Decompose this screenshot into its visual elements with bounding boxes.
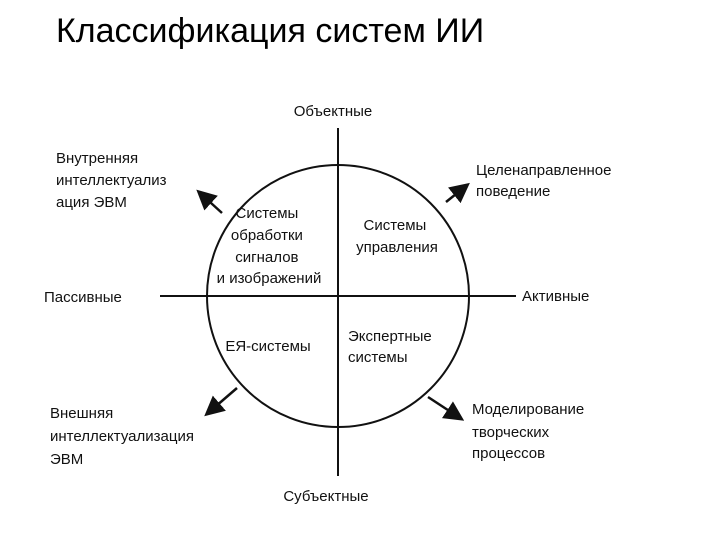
corner-label-bottom-right: Моделирование творческих процессов <box>472 401 588 462</box>
corner-label-top-left: Внутренняя интеллектуализ ация ЭВМ <box>56 150 171 211</box>
corner-label-bottom-right-line: Моделирование <box>472 401 584 418</box>
quadrant-bottom-right-line: системы <box>348 349 408 366</box>
quadrant-top-left-line: сигналов <box>235 249 298 266</box>
corner-label-top-right-line: поведение <box>476 183 550 200</box>
corner-label-bottom-right-line: процессов <box>472 445 545 462</box>
corner-label-top-left-line: ация ЭВМ <box>56 194 127 211</box>
quadrant-top-right-line: Системы <box>363 217 426 234</box>
axis-label-bottom: Субъектные <box>283 488 368 505</box>
arrow-top-right <box>445 182 470 204</box>
page-title: Классификация систем ИИ <box>56 12 485 50</box>
corner-label-top-left-line: Внутренняя <box>56 150 138 167</box>
quadrant-bottom-left-line: ЕЯ-системы <box>225 338 310 355</box>
axis-label-right: Активные <box>522 288 589 305</box>
arrow-top-left <box>196 189 223 214</box>
quadrant-top-left: Системы обработки сигналов и изображений <box>217 205 322 287</box>
corner-label-bottom-left: Внешняя интеллектуализация ЭВМ <box>50 405 198 468</box>
corner-label-top-left-line: интеллектуализ <box>56 172 167 189</box>
quadrant-top-left-line: обработки <box>231 227 303 244</box>
quadrant-bottom-left: ЕЯ-системы <box>225 338 310 355</box>
arrow-bottom-left <box>204 387 238 417</box>
corner-label-top-right: Целенаправленное поведение <box>476 162 616 200</box>
corner-label-bottom-left-line: Внешняя <box>50 405 113 422</box>
corner-label-top-right-line: Целенаправленное <box>476 162 611 179</box>
arrow-bottom-right <box>427 395 465 421</box>
axis-label-left: Пассивные <box>44 289 122 306</box>
corner-label-bottom-left-line: ЭВМ <box>50 451 83 468</box>
quadrant-top-right: Системы управления <box>356 217 438 256</box>
quadrant-top-left-line: Системы <box>235 205 298 222</box>
corner-label-bottom-right-line: творческих <box>472 424 550 441</box>
quadrant-bottom-right: Экспертные системы <box>348 328 436 366</box>
quadrant-top-left-line: и изображений <box>217 270 322 287</box>
corner-label-bottom-left-line: интеллектуализация <box>50 428 194 445</box>
quadrant-bottom-right-line: Экспертные <box>348 328 432 345</box>
quadrant-top-right-line: управления <box>356 239 438 256</box>
axis-label-top: Объектные <box>294 103 373 120</box>
